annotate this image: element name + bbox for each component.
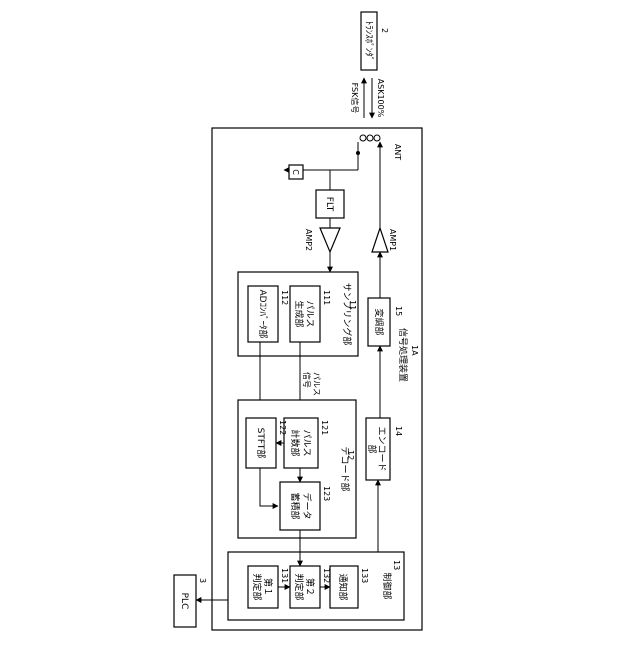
amp1-label: AMP1: [388, 229, 397, 251]
modulator-label: 変調部: [373, 308, 385, 335]
data-store-label-2: 蓄積部: [289, 492, 301, 519]
encoder-label-2: 部: [366, 444, 378, 453]
device-ref: 1A: [410, 345, 419, 356]
adc-ref: 112: [280, 290, 289, 305]
modulator-ref: 15: [394, 306, 403, 316]
plc-ref: 3: [198, 578, 207, 583]
encoder-ref: 14: [394, 426, 403, 436]
data-store-ref: 123: [322, 486, 331, 501]
pulse-signal-label-2: 信号: [302, 372, 312, 388]
transponder-ref: 2: [380, 28, 389, 33]
plc-label: PLC: [179, 593, 189, 610]
capacitor-label: C: [291, 169, 300, 175]
transponder-label: ﾄﾗﾝｽﾎﾟﾝﾀﾞ: [363, 21, 374, 62]
fsk-label: FSK信号: [350, 83, 360, 114]
judge2-ref: 132: [322, 568, 331, 583]
control-ref: 13: [392, 560, 401, 570]
pulse-counter-ref: 121: [320, 420, 329, 435]
rotated-figure: 図１ ﾄﾗﾝｽﾎﾟﾝﾀﾞ 2 ASK100% FSK信号 信号処理装置 1A A…: [174, 12, 422, 630]
pulse-counter-label-2: 計数部: [289, 429, 301, 456]
judge1-label-2: 判定部: [251, 573, 263, 600]
judge1-label-1: 第１: [262, 578, 274, 596]
notify-ref: 133: [360, 568, 369, 583]
ant-label: ANT: [393, 144, 402, 160]
judge2-label-2: 判定部: [293, 573, 305, 600]
decoder-ref: 12: [346, 450, 355, 460]
stft-label: STFT部: [255, 428, 267, 459]
pulse-generator-label-1: パルス: [304, 300, 315, 327]
ask-label: ASK100%: [376, 79, 385, 118]
data-store-label-1: データ: [301, 492, 313, 519]
filter-label: FLT: [324, 197, 334, 212]
device-label: 信号処理装置: [397, 328, 409, 382]
adc-label: ADｺﾝﾊﾞｰﾀ部: [257, 289, 269, 338]
pulse-generator-label-2: 生成部: [293, 300, 305, 327]
pulse-generator-ref: 111: [322, 290, 331, 305]
sampling-label: サンプリング部: [341, 283, 353, 346]
pulse-signal-label-1: パルス: [312, 372, 321, 396]
stft-ref: 122: [278, 420, 287, 435]
notify-label: 通知部: [337, 573, 349, 600]
judge1-ref: 131: [280, 568, 289, 583]
judge2-label-1: 第２: [304, 578, 316, 596]
sampling-ref: 11: [348, 300, 357, 310]
control-label: 制御部: [381, 572, 393, 599]
encoder-label-1: エンコード: [376, 426, 386, 471]
data-store-box: [280, 482, 320, 530]
amp2-label: AMP2: [304, 229, 313, 251]
pulse-counter-label-1: パルス: [301, 429, 312, 456]
ant-junction: [356, 151, 360, 155]
